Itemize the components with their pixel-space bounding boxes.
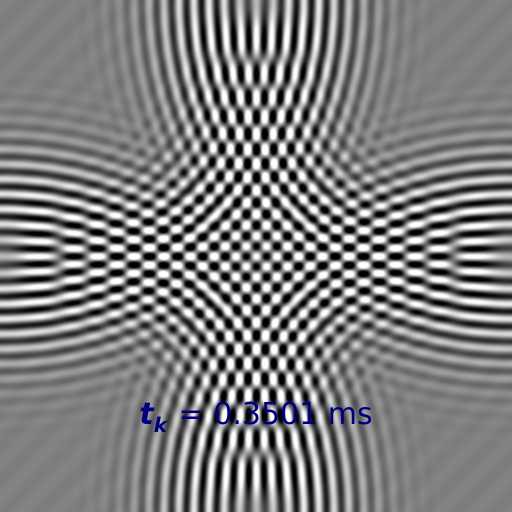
time-value: 0.3501 xyxy=(213,397,319,432)
time-equals: = xyxy=(169,397,214,432)
time-annotation: tk = 0.3501 ms xyxy=(0,395,512,437)
time-unit: ms xyxy=(327,397,373,432)
time-subscript: k xyxy=(153,413,168,437)
time-symbol: t xyxy=(139,397,154,432)
